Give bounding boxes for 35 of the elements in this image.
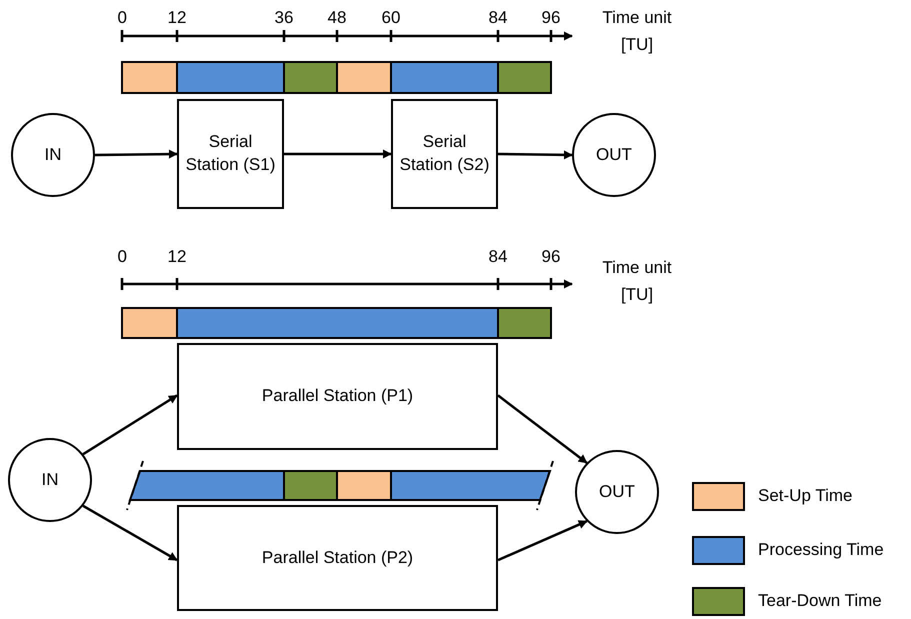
station-label: Parallel Station (P1) <box>262 385 414 408</box>
tick-label: 48 <box>328 8 346 28</box>
station-label: Serial Station (S2) <box>400 131 490 176</box>
arrow <box>94 150 178 159</box>
station-box <box>177 505 498 611</box>
arrow <box>284 150 392 158</box>
tick-label: 96 <box>542 247 560 267</box>
station-box <box>177 343 498 450</box>
arrow <box>498 150 573 160</box>
arrow <box>82 504 178 562</box>
tick-label: 60 <box>382 8 400 28</box>
tick-label: 12 <box>168 247 186 267</box>
station-label: Serial Station (S1) <box>186 131 276 176</box>
legend-label: Set-Up Time <box>758 486 852 506</box>
legend-label: Processing Time <box>758 540 884 560</box>
legend-label: Tear-Down Time <box>758 591 882 611</box>
axis-unit-label: Time unit [TU] <box>601 257 673 306</box>
station-label: OUT <box>596 144 632 166</box>
station-box <box>177 99 284 209</box>
arrow <box>82 394 178 456</box>
station-label: IN <box>44 144 62 166</box>
station-box <box>391 99 498 209</box>
tick-label: 84 <box>488 247 508 267</box>
axis-unit-label: Time unit [TU] <box>601 7 673 56</box>
tick-label: 12 <box>168 8 186 28</box>
tick-label: 96 <box>542 8 560 28</box>
tick-label: 36 <box>274 8 294 28</box>
tick-label: 0 <box>118 247 127 267</box>
arrow <box>497 394 588 464</box>
station-label: OUT <box>599 480 635 503</box>
tick-label: 84 <box>488 8 508 28</box>
arrow <box>498 520 588 562</box>
tick-label: 0 <box>118 8 127 28</box>
station-label: Parallel Station (P2) <box>262 546 414 569</box>
station-label: IN <box>42 468 58 491</box>
